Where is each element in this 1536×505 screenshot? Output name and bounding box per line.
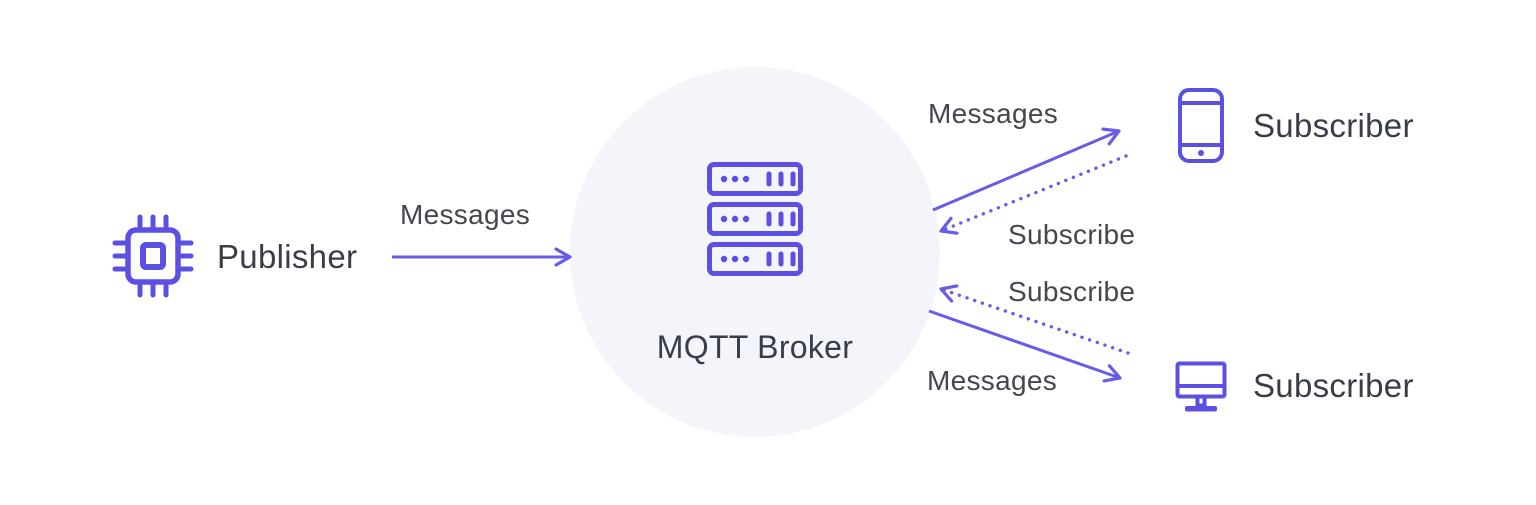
broker-circle-background: [570, 67, 940, 437]
deliver-messages-bottom-label: Messages: [927, 365, 1058, 396]
publisher-label: Publisher: [217, 238, 358, 275]
deliver-messages-top-label: Messages: [928, 98, 1059, 129]
deliver-messages-bottom-arrow: [928, 309, 1122, 383]
server-icon: [707, 162, 803, 276]
subscribe-bottom-arrow: [939, 284, 1130, 355]
smartphone-icon: [1178, 88, 1224, 163]
mqtt-broker-label: MQTT Broker: [656, 329, 854, 365]
subscriber-bottom-label: Subscriber: [1253, 367, 1414, 404]
publish-messages-label: Messages: [400, 199, 531, 230]
chip-icon: [112, 214, 194, 298]
deliver-messages-top-arrow: [932, 127, 1121, 212]
subscribe-bottom-label: Subscribe: [1008, 276, 1136, 307]
subscriber-top-label: Subscriber: [1253, 107, 1414, 144]
subscribe-top-label: Subscribe: [1008, 219, 1136, 250]
monitor-icon: [1175, 361, 1227, 412]
subscribe-top-arrow: [939, 154, 1128, 235]
